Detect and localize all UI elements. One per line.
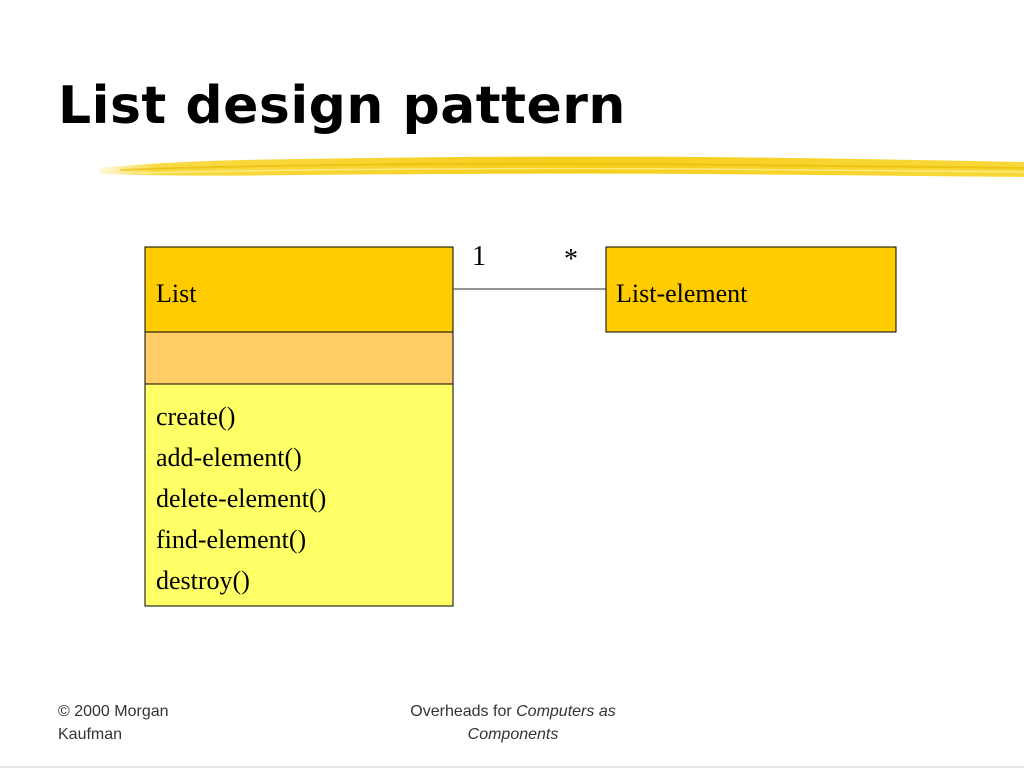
- list-operation: find-element(): [156, 525, 306, 554]
- footer-overheads-line1: Overheads for Computers as: [340, 700, 686, 723]
- list-operation: delete-element(): [156, 484, 326, 513]
- list-element-class-header: [605, 246, 897, 333]
- list-element-class: List-element: [605, 246, 897, 333]
- list-operation: create(): [156, 402, 235, 431]
- target-multiplicity: *: [564, 244, 578, 275]
- list-class: List create() add-element() delete-eleme…: [144, 246, 454, 607]
- footer-overheads-prefix: Overheads for: [410, 703, 512, 720]
- list-class-attributes: [144, 331, 454, 385]
- list-operation: add-element(): [156, 443, 302, 472]
- highlighter-stroke-main: [100, 156, 1024, 177]
- footer-copyright-line2: Kaufman: [58, 726, 123, 743]
- footer-copyright-line1: © 2000 Morgan: [58, 703, 169, 720]
- list-class-operations: [144, 383, 454, 607]
- footer-overheads: Overheads for Computers as Components: [340, 700, 686, 746]
- highlighter-stroke-streak: [119, 162, 1024, 171]
- slide-title: List design pattern: [58, 76, 626, 136]
- footer-book-title-line2: Components: [467, 726, 559, 743]
- list-element-class-name: List-element: [616, 279, 748, 308]
- highlighter-stroke-streak-2: [139, 167, 1024, 174]
- footer-copyright: © 2000 Morgan Kaufman: [58, 700, 258, 746]
- list-operation: destroy(): [156, 566, 250, 595]
- list-class-name: List: [156, 279, 197, 308]
- highlighter-underline: [100, 156, 1024, 177]
- bottom-rule: [0, 766, 1024, 768]
- source-multiplicity: 1: [472, 241, 486, 272]
- footer-book-title-line1: Computers as: [516, 703, 616, 720]
